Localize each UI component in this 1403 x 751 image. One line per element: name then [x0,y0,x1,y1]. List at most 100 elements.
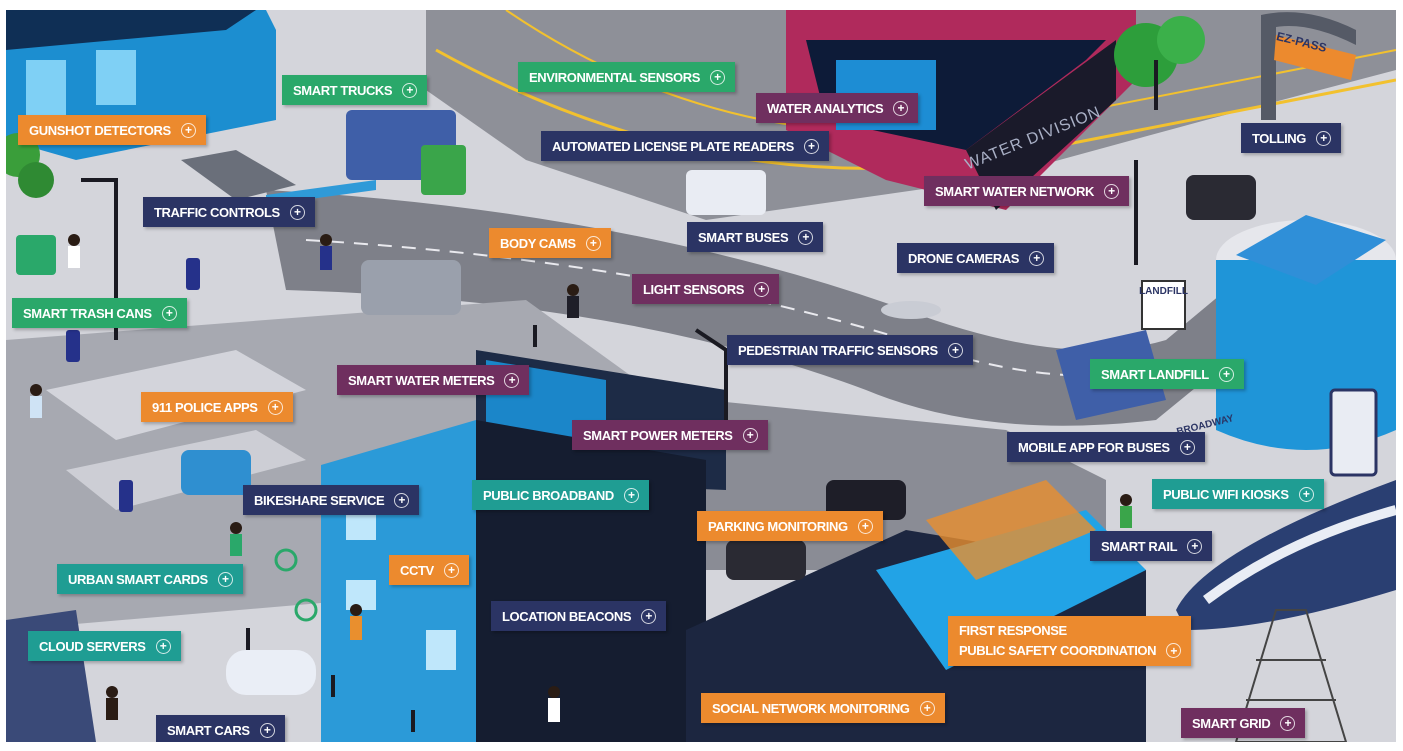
label-public-wifi-kiosks[interactable]: PUBLIC WIFI KIOSKS + [1152,479,1324,509]
label-text-line1: FIRST RESPONSE [959,623,1067,638]
label-text: TRAFFIC CONTROLS [154,204,280,220]
plus-circle-icon: + [155,638,171,654]
smart-car [226,650,316,695]
plus-circle-icon: + [1316,130,1332,146]
label-bikeshare-service[interactable]: BIKESHARE SERVICE+ [243,485,420,515]
label-text: SMART CARS [167,722,250,738]
label-text: PARKING MONITORING [708,518,848,534]
grey-car [361,260,461,315]
label-text: AUTOMATED LICENSE PLATE READERS [552,138,794,154]
label-first-response-public-safety-coordination[interactable]: FIRST RESPONSE PUBLIC SAFETY COORDINATION… [948,616,1192,666]
label-environmental-sensors[interactable]: ENVIRONMENTAL SENSORS + [518,62,735,92]
plus-circle-icon: + [709,69,725,85]
plus-circle-icon: + [1187,538,1203,554]
label-smart-trucks[interactable]: SMART TRUCKS+ [282,75,428,105]
landfill-sign: LANDFILL [1139,280,1188,330]
label-water-analytics[interactable]: WATER ANALYTICS + [756,93,919,123]
plus-circle-icon: + [394,492,410,508]
plus-circle-icon: + [267,399,283,415]
label-tolling[interactable]: TOLLING + [1241,123,1342,153]
plus-circle-icon: + [753,281,769,297]
plus-circle-icon: + [803,138,819,154]
label-text: SOCIAL NETWORK MONITORING [712,700,910,716]
label-automated-license-plate-readers[interactable]: AUTOMATED LICENSE PLATE READERS + [541,131,829,161]
label-text: PEDESTRIAN TRAFFIC SENSORS [738,342,938,358]
label-cctv[interactable]: CCTV+ [389,555,469,585]
label-text: PUBLIC BROADBAND [483,487,614,503]
label-text: CCTV [400,562,434,578]
plus-circle-icon: + [1179,439,1195,455]
plus-circle-icon: + [893,100,909,116]
plus-circle-icon: + [857,518,873,534]
label-text: SMART WATER METERS [348,372,495,388]
label-text: TOLLING [1252,130,1307,146]
label-text: MOBILE APP FOR BUSES [1018,439,1170,455]
label-text: SMART POWER METERS [583,427,733,443]
label-text: URBAN SMART CARDS [68,571,208,587]
plus-circle-icon: + [919,700,935,716]
plus-circle-icon: + [1166,643,1182,658]
label-gunshot-detectors[interactable]: GUNSHOT DETECTORS+ [18,115,206,145]
label-text: FIRST RESPONSE PUBLIC SAFETY COORDINATION [959,621,1157,661]
label-drone-cameras[interactable]: DRONE CAMERAS+ [897,243,1055,273]
label-smart-power-meters[interactable]: SMART POWER METERS + [572,420,768,450]
plus-circle-icon: + [1103,183,1119,199]
label-public-broadband[interactable]: PUBLIC BROADBAND + [472,480,649,510]
label-pedestrian-traffic-sensors[interactable]: PEDESTRIAN TRAFFIC SENSORS + [727,335,973,365]
top-cropped-caption [0,0,1403,10]
label-traffic-controls[interactable]: TRAFFIC CONTROLS + [143,197,315,227]
plus-circle-icon: + [947,342,963,358]
label-smart-trash-cans[interactable]: SMART TRASH CANS + [12,298,187,328]
label-smart-cars[interactable]: SMART CARS + [156,715,285,742]
label-text: SMART TRASH CANS [23,305,152,321]
plus-circle-icon: + [1218,366,1234,382]
label-text: LOCATION BEACONS [502,608,632,624]
label-smart-rail[interactable]: SMART RAIL + [1090,531,1213,561]
label-smart-water-meters[interactable]: SMART WATER METERS + [337,365,530,395]
police-car [181,450,251,495]
label-text: SMART GRID [1192,715,1271,731]
smart-city-illustration: EZ-PASS LANDFILL WATER DIVISION BROADWAY… [6,10,1396,742]
label-911-police-apps[interactable]: 911 POLICE APPS + [141,392,293,422]
label-text: SMART RAIL [1101,538,1178,554]
plus-circle-icon: + [504,372,520,388]
bus [686,170,766,215]
label-text: WATER ANALYTICS [767,100,884,116]
label-location-beacons[interactable]: LOCATION BEACONS + [491,601,667,631]
plus-circle-icon: + [217,571,233,587]
label-text: SMART BUSES [698,229,789,245]
bottom-margin [0,742,1403,751]
label-text: PUBLIC WIFI KIOSKS [1163,486,1289,502]
plus-circle-icon: + [161,305,177,321]
plus-circle-icon: + [585,235,601,251]
plus-circle-icon: + [1280,715,1296,731]
label-text: DRONE CAMERAS [908,250,1020,266]
label-smart-grid[interactable]: SMART GRID + [1181,708,1306,738]
plus-circle-icon: + [798,229,814,245]
label-mobile-app-for-buses[interactable]: MOBILE APP FOR BUSES + [1007,432,1205,462]
plus-circle-icon: + [1298,486,1314,502]
label-text-line2: PUBLIC SAFETY COORDINATION [959,643,1157,658]
label-text: CLOUD SERVERS [39,638,146,654]
label-smart-buses[interactable]: SMART BUSES + [687,222,824,252]
label-body-cams[interactable]: BODY CAMS + [489,228,611,258]
power-tower [1234,609,1348,742]
label-text: ENVIRONMENTAL SENSORS [529,69,700,85]
label-text: LIGHT SENSORS [643,281,744,297]
label-light-sensors[interactable]: LIGHT SENSORS + [632,274,779,304]
right-margin [1396,10,1403,742]
plus-circle-icon: + [289,204,305,220]
label-social-network-monitoring[interactable]: SOCIAL NETWORK MONITORING + [701,693,945,723]
label-smart-water-network[interactable]: SMART WATER NETWORK+ [924,176,1129,206]
plus-circle-icon: + [641,608,657,624]
label-text: 911 POLICE APPS [152,399,258,415]
plus-circle-icon: + [742,427,758,443]
label-parking-monitoring[interactable]: PARKING MONITORING + [697,511,883,541]
plus-circle-icon: + [623,487,639,503]
label-urban-smart-cards[interactable]: URBAN SMART CARDS + [57,564,243,594]
label-text: BODY CAMS [500,235,576,251]
label-cloud-servers[interactable]: CLOUD SERVERS + [28,631,181,661]
label-smart-landfill[interactable]: SMART LANDFILL + [1090,359,1244,389]
label-text: SMART LANDFILL [1101,366,1209,382]
plus-circle-icon: + [259,722,275,738]
